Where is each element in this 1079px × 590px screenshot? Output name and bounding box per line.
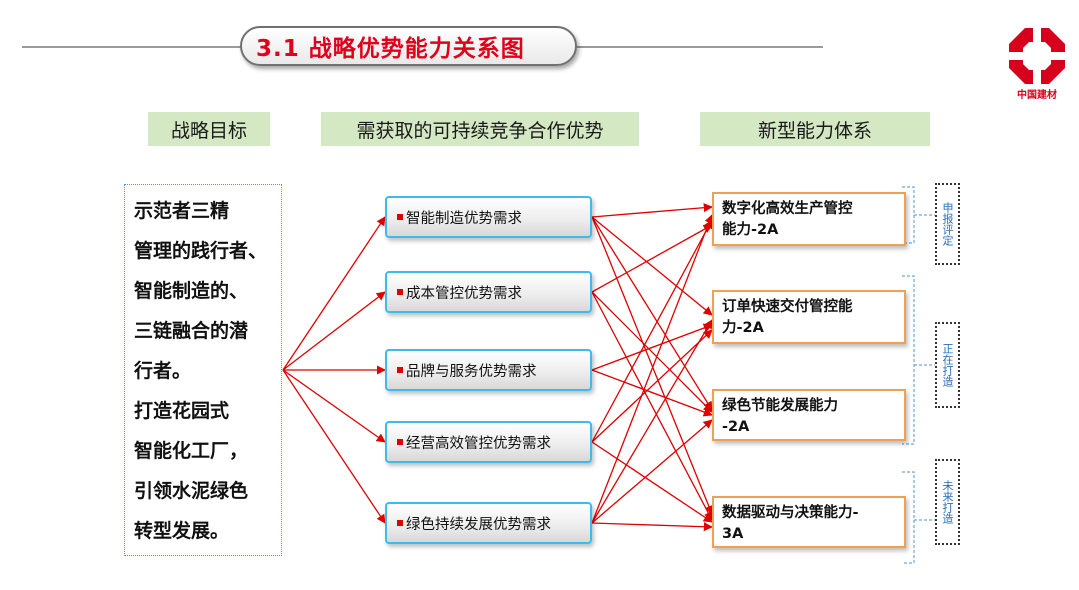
bullet-icon — [397, 214, 403, 220]
status-label: 申报评定 — [941, 202, 954, 246]
arrow-adv-cap-15 — [591, 419, 713, 524]
header-goal: 战略目标 — [148, 112, 270, 146]
advantage-box-5: 绿色持续发展优势需求 — [385, 502, 592, 544]
advantage-label: 经营高效管控优势需求 — [406, 435, 551, 452]
arrow-adv-cap-9 — [591, 369, 713, 417]
bracket-1 — [902, 186, 935, 244]
capability-box-3: 绿色节能发展能力 -2A — [712, 389, 906, 441]
arrow-adv-cap-10 — [591, 219, 713, 443]
advantage-label: 成本管控优势需求 — [406, 285, 522, 302]
advantage-box-4: 经营高效管控优势需求 — [385, 421, 592, 463]
goal-box: 示范者三精 管理的践行者、 智能制造的、 三链融合的潜 行者。 打造花园式 智能… — [124, 184, 282, 556]
brand-logo-icon — [1009, 28, 1065, 84]
bullet-icon — [397, 289, 403, 295]
status-label: 未来打造 — [941, 480, 954, 524]
arrow-adv-cap-12 — [591, 441, 713, 523]
arrow-adv-cap-3 — [591, 216, 713, 411]
capability-label: 绿色节能发展能力 -2A — [722, 398, 838, 435]
arrow-adv-cap-2 — [591, 216, 713, 316]
brand-logo-text: 中国建材 — [1017, 90, 1057, 101]
capability-label: 数字化高效生产管控 能力-2A — [722, 201, 853, 238]
arrow-adv-cap-6 — [591, 291, 713, 413]
title-line-left — [22, 46, 244, 48]
arrow-adv-cap-5 — [591, 224, 713, 293]
arrow-goal-adv-5 — [282, 369, 386, 524]
advantage-box-1: 智能制造优势需求 — [385, 196, 592, 238]
advantage-box-3: 品牌与服务优势需求 — [385, 349, 592, 391]
bracket-3 — [902, 471, 935, 564]
status-box-3: 未来打造 — [935, 459, 960, 545]
advantage-label: 品牌与服务优势需求 — [406, 363, 537, 380]
capability-label: 数据驱动与决策能力- 3A — [722, 505, 859, 542]
status-box-2: 正在打造 — [935, 322, 960, 408]
capability-box-4: 数据驱动与决策能力- 3A — [712, 496, 906, 548]
goal-text: 示范者三精 管理的践行者、 智能制造的、 三链融合的潜 行者。 打造花园式 智能… — [134, 200, 268, 542]
bracket-2 — [902, 275, 935, 445]
bullet-icon — [397, 439, 403, 445]
advantage-label: 绿色持续发展优势需求 — [406, 516, 551, 533]
arrow-adv-cap-8 — [591, 323, 713, 371]
header-capability: 新型能力体系 — [700, 112, 930, 146]
arrow-adv-cap-1 — [591, 203, 713, 218]
arrow-goal-adv-2 — [282, 291, 386, 371]
arrow-adv-cap-11 — [591, 329, 713, 443]
status-label: 正在打造 — [941, 343, 954, 387]
header-advantage: 需获取的可持续竞争合作优势 — [321, 112, 639, 146]
arrow-goal-adv-4 — [282, 369, 386, 443]
title-line-right — [575, 46, 823, 48]
capability-box-2: 订单快速交付管控能 力-2A — [712, 290, 906, 344]
bullet-icon — [397, 520, 403, 526]
arrow-adv-cap-7 — [591, 291, 713, 521]
advantage-label: 智能制造优势需求 — [406, 210, 522, 227]
advantage-box-2: 成本管控优势需求 — [385, 271, 592, 313]
arrow-adv-cap-16 — [591, 522, 713, 532]
status-box-1: 申报评定 — [935, 183, 960, 265]
capability-box-1: 数字化高效生产管控 能力-2A — [712, 192, 906, 246]
bullet-icon — [397, 367, 403, 373]
arrow-goal-adv-1 — [282, 216, 386, 371]
arrow-adv-cap-14 — [591, 319, 713, 524]
arrow-adv-cap-4 — [591, 216, 714, 515]
capability-label: 订单快速交付管控能 力-2A — [722, 299, 853, 336]
page-title-text: 3.1 战略优势能力关系图 — [256, 36, 525, 62]
arrow-adv-cap-13 — [591, 214, 714, 524]
page-title: 3.1 战略优势能力关系图 — [240, 26, 577, 66]
